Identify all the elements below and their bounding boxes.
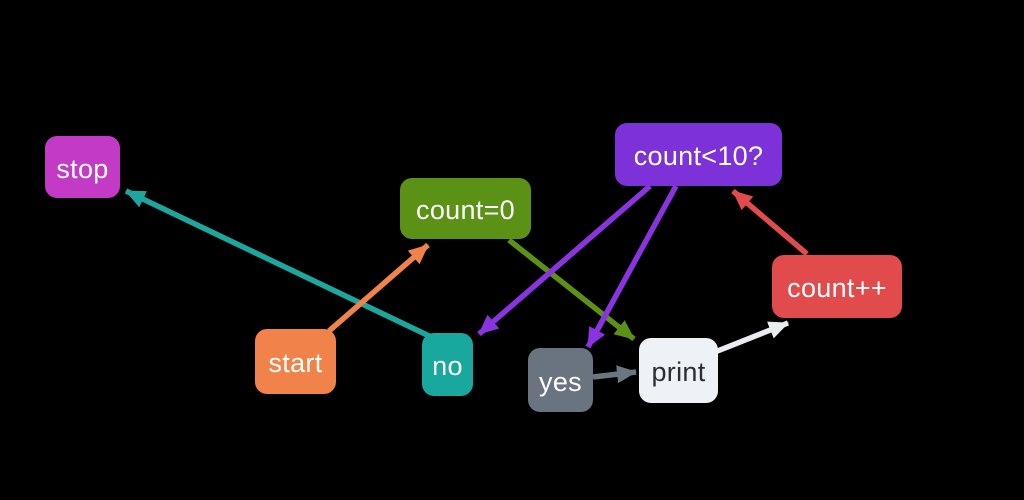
edge-count0-print — [507, 237, 636, 342]
node-label-countpp: count++ — [787, 273, 887, 303]
node-start[interactable]: start — [255, 329, 336, 394]
node-label-yes: yes — [539, 366, 582, 397]
node-label-count0: count=0 — [416, 195, 515, 225]
node-label-stop: stop — [56, 153, 109, 184]
edge-cond-no — [477, 183, 652, 337]
node-countpp[interactable]: count++ — [772, 255, 902, 318]
node-yes[interactable]: yes — [528, 348, 593, 412]
edge-print-countpp — [713, 320, 790, 355]
node-cond[interactable]: count<10? — [615, 123, 782, 186]
edge-countpp-cond — [731, 188, 809, 257]
node-label-start: start — [268, 348, 323, 378]
edge-cond-yes — [585, 184, 679, 349]
node-count0[interactable]: count=0 — [400, 178, 531, 239]
node-label-cond: count<10? — [633, 141, 764, 171]
node-label-print: print — [651, 357, 706, 387]
edge-start-count0 — [327, 242, 430, 334]
node-no[interactable]: no — [422, 333, 473, 396]
node-stop[interactable]: stop — [45, 136, 120, 198]
node-print[interactable]: print — [639, 338, 718, 403]
node-label-no: no — [432, 351, 463, 381]
edge-no-stop — [124, 188, 450, 348]
edge-yes-print — [592, 365, 637, 384]
